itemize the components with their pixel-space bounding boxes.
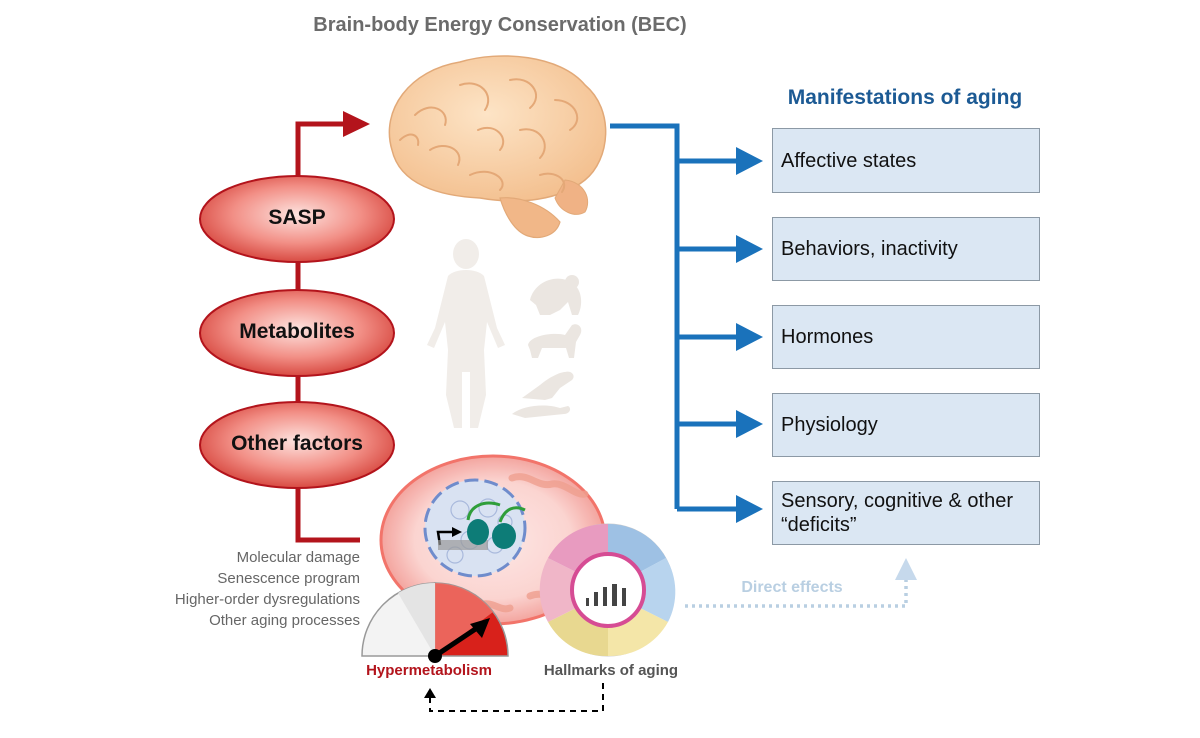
hallmarks-of-aging-label: Hallmarks of aging bbox=[543, 662, 679, 679]
bird-icon bbox=[522, 371, 574, 400]
direct-effects-label: Direct effects bbox=[741, 579, 843, 596]
oval-sasp bbox=[199, 175, 395, 263]
feedback-loop-arrowhead bbox=[424, 688, 436, 698]
process-other-aging-processes: Other aging processes bbox=[209, 612, 360, 629]
signal-sasp-label: SASP bbox=[268, 206, 326, 229]
process-senescence-program: Senescence program bbox=[217, 570, 360, 587]
signal-other-factors-label: Other factors bbox=[231, 432, 363, 455]
chimpanzee-icon bbox=[530, 275, 582, 315]
brain-icon bbox=[388, 55, 607, 239]
process-higher-order-dysregulations: Higher-order dysregulations bbox=[174, 591, 360, 608]
manifestation-physiology: Physiology bbox=[772, 393, 1040, 457]
process-molecular-damage: Molecular damage bbox=[236, 549, 360, 566]
direct-effects-arrow bbox=[685, 578, 908, 608]
hallmarks-wheel-icon bbox=[539, 523, 676, 657]
blue-connector bbox=[610, 123, 738, 512]
red-arrowhead bbox=[343, 111, 370, 137]
human-silhouette-icon bbox=[427, 239, 505, 428]
manifestation-behaviors: Behaviors, inactivity bbox=[772, 217, 1040, 281]
gauge-icon bbox=[361, 582, 509, 663]
signal-metabolites-label: Metabolites bbox=[239, 320, 355, 343]
rodent-icon bbox=[512, 405, 571, 418]
dog-icon bbox=[528, 324, 582, 358]
manifestation-sensory-cognitive: Sensory, cognitive & other “deficits” bbox=[772, 481, 1040, 545]
oval-metabolites bbox=[199, 289, 395, 377]
feedback-loop-arrow bbox=[429, 683, 604, 712]
hypermetabolism-label: Hypermetabolism bbox=[366, 662, 492, 679]
manifestations-title: Manifestations of aging bbox=[787, 86, 1023, 109]
direct-effects-arrowhead bbox=[895, 558, 917, 580]
manifestation-hormones: Hormones bbox=[772, 305, 1040, 369]
blue-arrowheads bbox=[736, 147, 763, 523]
manifestation-affective-states: Affective states bbox=[772, 128, 1040, 193]
page-title: Brain-body Energy Conservation (BEC) bbox=[313, 14, 687, 36]
oval-other-factors bbox=[199, 401, 395, 489]
